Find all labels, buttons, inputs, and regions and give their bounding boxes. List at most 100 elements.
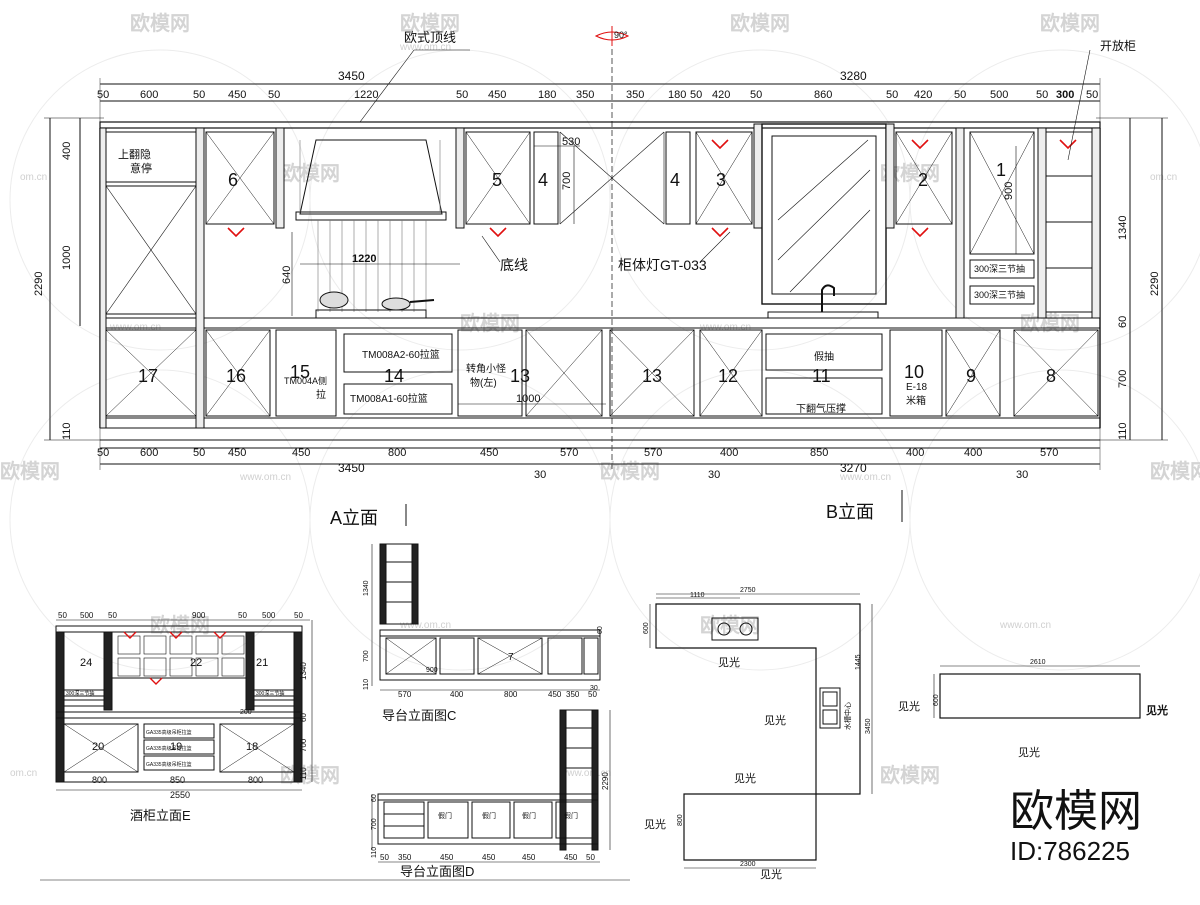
dim-e-right: 110	[299, 767, 308, 780]
door-number: 15	[290, 362, 310, 382]
label-bottom-line: 底线	[500, 257, 528, 273]
door-number: 5	[492, 170, 502, 190]
dim-c-left: 110	[363, 679, 370, 690]
door-number: 16	[226, 366, 246, 386]
watermark-layer: 欧模网 欧模网 欧模网 欧模网 欧模网 欧模网 欧模网 欧模网 欧模网 欧模网 …	[0, 11, 1200, 787]
watermark-brand: 欧模网	[1020, 311, 1080, 335]
dim-plan: 2300	[740, 861, 756, 868]
dim-c: 50	[588, 690, 597, 699]
dim-right: 60	[1117, 316, 1129, 328]
label-visible-side: 见光	[718, 655, 740, 669]
label-shelf: 300深三节抽	[974, 263, 1025, 274]
dim-e-top: 50	[294, 611, 303, 620]
door-number: 14	[384, 366, 404, 386]
watermark-url: www.om.cn	[399, 620, 451, 631]
dim-c: 400	[450, 690, 464, 699]
kitchen-plan: 2750 1110 600 1445 3450 800 2300 见光 见光 见…	[643, 587, 873, 881]
dim-plan: 1445	[855, 654, 862, 670]
door-number: 3	[716, 170, 726, 190]
dim-bottom: 570	[1040, 447, 1058, 459]
elevation-e: 50 500 50 900 50 500 50 800 850 800 2550…	[55, 611, 313, 823]
dim-top: 500	[990, 89, 1008, 101]
door-number: 10	[904, 362, 924, 382]
label-flip-door: 上翻隐	[118, 147, 151, 161]
drawer-label-e: 300深三节抽	[66, 690, 94, 697]
dim-e-top: 500	[262, 611, 276, 620]
label-corner: 转角小怪	[466, 362, 506, 375]
label-shelf: 300深三节抽	[974, 289, 1025, 300]
watermark-url: om.cn	[10, 768, 37, 779]
door-number: 4	[670, 170, 680, 190]
door-number: 1	[996, 160, 1006, 180]
elevation-d: 110 700 60 2290 50 350 450 450 450 450 5…	[40, 709, 630, 881]
door-number-e: 21	[256, 657, 268, 669]
watermark-brand: 欧模网	[1040, 11, 1100, 35]
door-label-d: 假门	[522, 811, 536, 820]
watermark-brand: 欧模网	[460, 311, 520, 335]
label-flip-door: 意停	[130, 161, 152, 175]
watermark-url: www.om.cn	[239, 472, 291, 483]
dim-top: 50	[97, 89, 109, 101]
dim-e-overall: 2550	[170, 790, 190, 800]
drawer-label-e: GA335高级吊柜拉篮	[146, 729, 192, 736]
dim-d: 450	[522, 853, 536, 862]
door-number: 9	[966, 366, 976, 386]
door-label-d: 假门	[482, 811, 496, 820]
counter-plan: 2610 600 见光 见光 见光	[898, 659, 1168, 759]
dim-e-top: 50	[58, 611, 67, 620]
watermark-brand: 欧模网	[130, 11, 190, 35]
dim-top: 50	[268, 89, 280, 101]
label-side-pull: 拉	[316, 388, 326, 401]
dim-e-top: 500	[80, 611, 94, 620]
dim-left: 1000	[61, 246, 73, 270]
dim-c-left: 700	[363, 650, 370, 662]
dim-inner: 1220	[352, 253, 376, 265]
dim-d: 450	[482, 853, 496, 862]
door-number-e: 24	[80, 657, 92, 669]
label-visible-side: 见光	[1018, 745, 1040, 759]
dim-top: 180	[668, 89, 686, 101]
elevation-c: 1340 110 700 60 570 400 800 450 350 50 9…	[363, 543, 604, 723]
watermark-brand: 欧模网	[1150, 459, 1200, 483]
dim-c-inner: 30	[590, 685, 598, 692]
dim-top: 350	[576, 89, 594, 101]
dim-d: 450	[440, 853, 454, 862]
dim-e-right: 700	[299, 738, 308, 752]
dim-bottom: 570	[644, 447, 662, 459]
dim-top: 600	[140, 89, 158, 101]
label-visible-side: 见光	[734, 771, 756, 785]
dim-d-right: 2290	[601, 772, 610, 790]
dim-left: 2290	[33, 272, 45, 296]
cabinet-lights	[227, 139, 1077, 238]
drawer-label-e: GA335高级吊柜拉篮	[146, 761, 192, 768]
dim-top: 50	[954, 89, 966, 101]
dim-c: 450	[548, 690, 562, 699]
dim-top: 420	[712, 89, 730, 101]
drawer-label-e: 300深三节抽	[256, 690, 284, 697]
door-number: 6	[228, 170, 238, 190]
dim-c-left: 1340	[363, 580, 370, 596]
dim-inner: 900	[1003, 182, 1015, 200]
dim-overall-top: 3280	[840, 69, 867, 83]
watermark-url: www.om.cn	[399, 42, 451, 53]
door-label-d: 假门	[438, 811, 452, 820]
dim-plan: 800	[677, 814, 684, 826]
dim-right: 110	[1117, 422, 1129, 440]
door-number-c: 7	[508, 652, 514, 663]
door-number: 8	[1046, 366, 1056, 386]
dim-d: 350	[398, 853, 412, 862]
dim-overall-top: 3450	[338, 69, 365, 83]
dim-top: 50	[690, 89, 702, 101]
dim-inner: 30	[534, 469, 546, 481]
dim-d: 50	[586, 853, 595, 862]
dim-top: 50	[193, 89, 205, 101]
label-visible-side: 见光	[898, 699, 920, 713]
corner-watermark: 欧模网 ID:786225	[1010, 787, 1142, 866]
label-visible-side: 见光	[760, 867, 782, 881]
dim-e-top: 50	[238, 611, 247, 620]
dim-top: 450	[488, 89, 506, 101]
watermark-brand: 欧模网	[280, 161, 340, 185]
dim-c: 350	[566, 690, 580, 699]
watermark-brand: 欧模网	[600, 459, 660, 483]
